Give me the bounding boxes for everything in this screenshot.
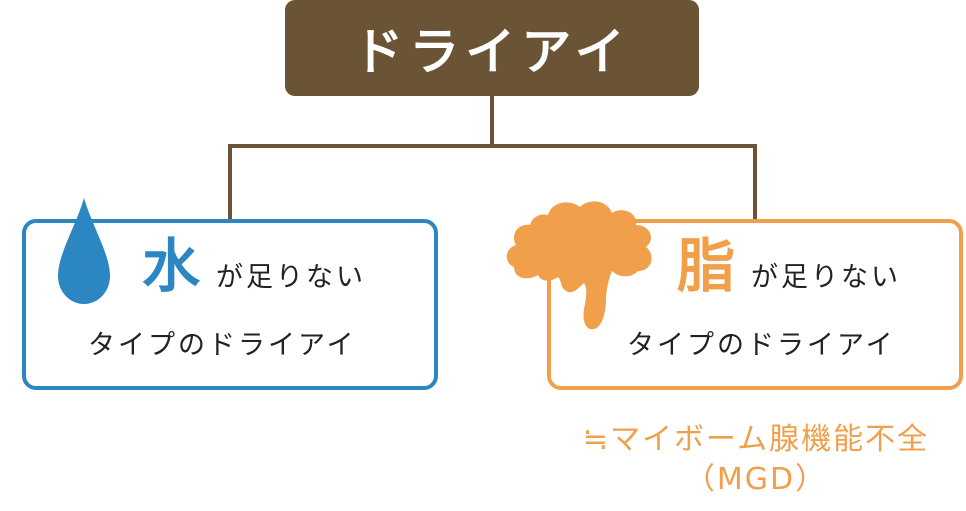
- oil-card-heading: 脂 が足りない: [677, 237, 901, 295]
- oil-keyword: 脂: [677, 232, 736, 300]
- mgd-note: ≒マイボーム腺機能不全 （MGD）: [548, 420, 964, 500]
- mgd-note-line1: ≒マイボーム腺機能不全: [582, 422, 930, 457]
- water-keyword: 水: [142, 232, 201, 300]
- water-card-subtitle: タイプのドライアイ: [88, 330, 357, 361]
- mgd-note-line2: （MGD）: [684, 462, 828, 497]
- oil-blob-icon: [506, 201, 652, 330]
- oil-suffix: が足りない: [751, 262, 902, 293]
- title-box: ドライアイ: [285, 0, 699, 96]
- page-title: ドライアイ: [353, 23, 631, 81]
- oil-card-subtitle: タイプのドライアイ: [627, 330, 896, 361]
- water-suffix: が足りない: [216, 262, 367, 293]
- water-drop-icon: [58, 198, 110, 304]
- water-card-heading: 水 が足りない: [142, 237, 366, 295]
